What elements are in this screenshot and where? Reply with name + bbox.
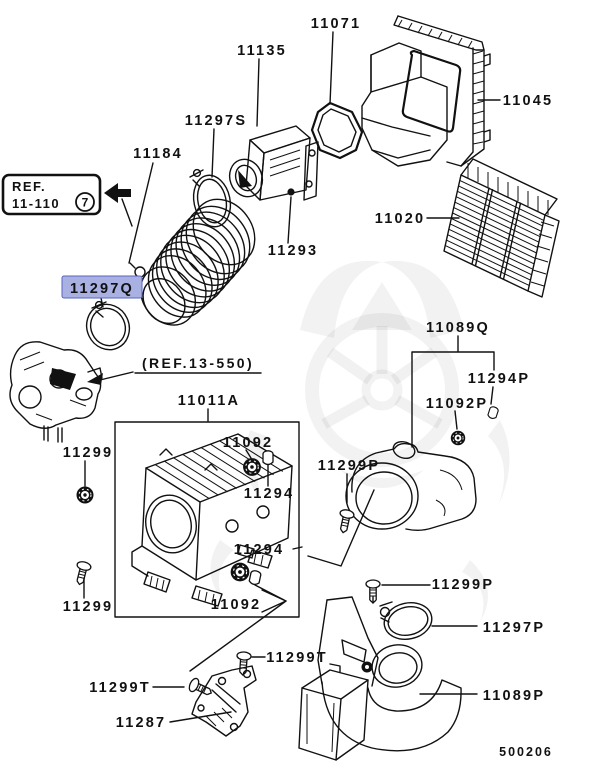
part-drawing-air-cleaner-cover	[361, 15, 491, 167]
part-drawing-mounting-bracket	[191, 665, 257, 737]
label-11299-top[interactable]: 11299	[63, 445, 114, 461]
ref-box-line1: REF.	[12, 179, 46, 194]
ref-box-circled-number: 7	[82, 196, 89, 210]
label-11299T-left[interactable]: 11299T	[89, 680, 151, 696]
callout-dot-11293	[287, 188, 295, 196]
circled-number	[75, 192, 95, 212]
grommet-11299-top	[76, 486, 94, 504]
label-ref-13-550: (REF.13-550)	[142, 355, 254, 371]
part-drawing-intake-hose	[129, 198, 256, 326]
part-drawing-throttle-body	[9, 341, 103, 443]
ref-callout-box: REF. 11-110 7	[1, 173, 102, 216]
label-11299-bottom[interactable]: 11299	[63, 599, 114, 615]
left-arrow-icon	[104, 183, 131, 203]
grommet-11092-top	[242, 457, 262, 477]
label-11020[interactable]: 11020	[375, 211, 426, 227]
label-11071[interactable]: 11071	[311, 16, 362, 32]
label-11092-bottom[interactable]: 11092	[211, 597, 262, 613]
clip-11294P	[486, 405, 500, 421]
part-drawing-duct-clamp	[379, 601, 433, 641]
part-drawing-hose-clamp-lower	[85, 300, 131, 351]
label-11287[interactable]: 11287	[116, 715, 167, 731]
screw-11299-bottom	[71, 559, 93, 587]
ref-box-line2: 11-110	[12, 196, 60, 211]
part-labels: 11071 11135 11045 11297S 11184 11020 112…	[63, 16, 554, 759]
label-11294P[interactable]: 11294P	[468, 371, 530, 387]
label-11092-top[interactable]: 11092	[223, 435, 274, 451]
part-frame-box	[114, 421, 300, 618]
label-11089Q[interactable]: 11089Q	[426, 320, 490, 336]
part-drawing-sensor-gasket	[310, 101, 364, 160]
label-11089P[interactable]: 11089P	[483, 688, 545, 704]
label-11011A[interactable]: 11011A	[178, 393, 240, 409]
label-11135[interactable]: 11135	[237, 43, 287, 59]
label-11299P-bottom[interactable]: 11299P	[432, 577, 494, 593]
watermark	[210, 260, 510, 622]
highlight-box-border	[61, 275, 143, 299]
label-11294-top[interactable]: 11294	[244, 486, 295, 502]
leader-lines	[83, 31, 501, 723]
ref-arrowhead-icon	[87, 373, 103, 385]
label-11045[interactable]: 11045	[503, 93, 554, 109]
screw-11299P-mid	[335, 507, 356, 535]
part-drawing-air-filter-element	[443, 158, 560, 298]
label-11297S[interactable]: 11297S	[185, 113, 247, 129]
label-11297P[interactable]: 11297P	[483, 620, 545, 636]
label-11299T-mid[interactable]: 11299T	[266, 650, 328, 666]
label-11293[interactable]: 11293	[268, 243, 319, 259]
part-drawing-intake-duct-assembly	[298, 596, 462, 761]
highlighted-part-label-11297Q[interactable]: 11297Q	[61, 275, 143, 299]
grommet-11092P	[450, 430, 466, 446]
grommet-11092-bottom	[230, 562, 250, 582]
label-11092P[interactable]: 11092P	[426, 396, 488, 412]
label-11184[interactable]: 11184	[133, 146, 183, 162]
label-11299P-mid[interactable]: 11299P	[318, 458, 380, 474]
part-drawing-air-cleaner-body	[131, 433, 293, 607]
part-drawing-resonator-duct	[345, 440, 477, 531]
part-drawing-air-flow-sensor	[228, 125, 319, 201]
label-11294-bottom[interactable]: 11294	[234, 542, 285, 558]
part-drawing-hose-clamp-upper	[189, 168, 232, 228]
spacer-11294-bottom	[248, 569, 263, 587]
drawing-number: 500206	[499, 745, 553, 759]
highlight-box[interactable]	[62, 276, 142, 298]
label-11297Q[interactable]: 11297Q	[70, 281, 134, 297]
spacer-11294-top	[262, 450, 274, 466]
